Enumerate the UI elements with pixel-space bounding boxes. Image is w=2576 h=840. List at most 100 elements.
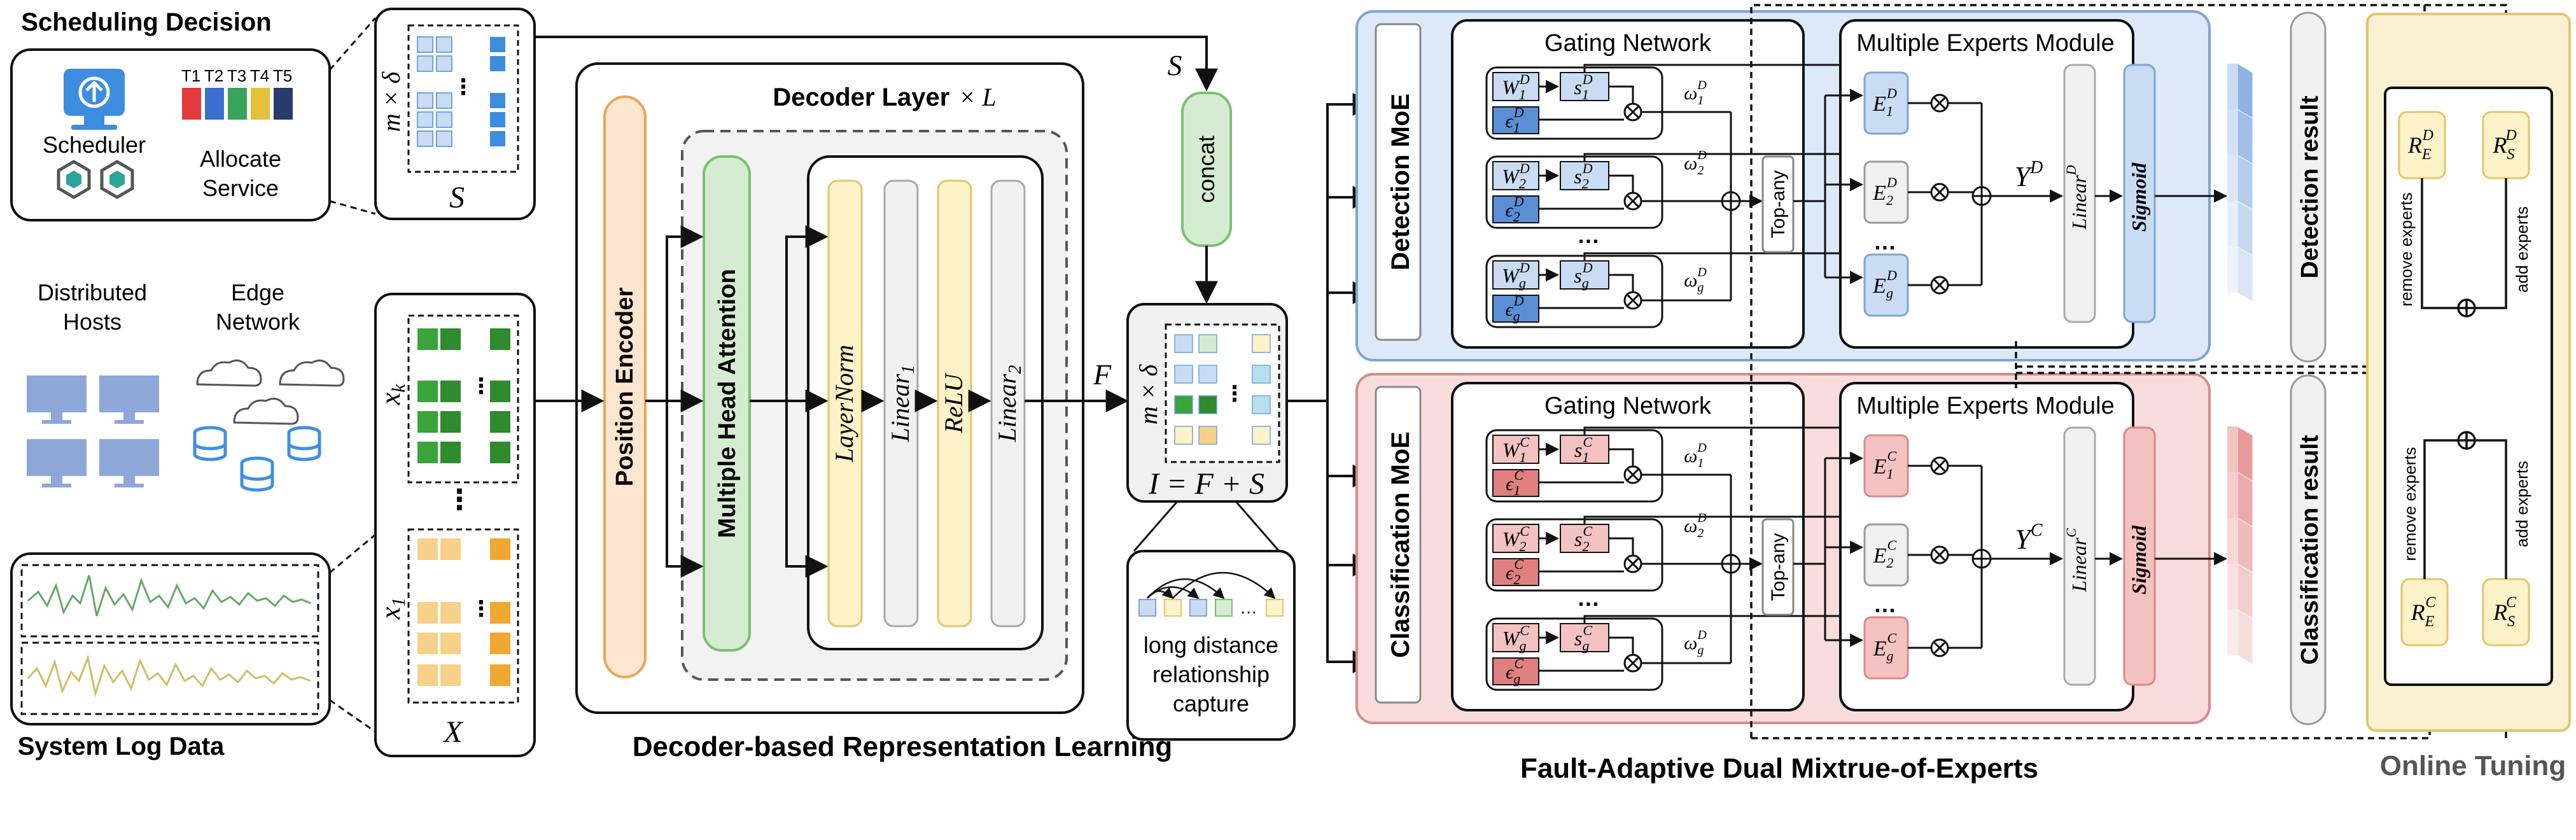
fused-matrix-cell [1252,334,1271,353]
det-result-box [2290,11,2327,363]
matrix-s-cell [436,36,452,53]
cls-expert-ellipsis: … [1873,591,1896,617]
fused-matrix-cell [1198,365,1217,384]
database-icons [193,426,321,492]
syslog-title: System Log Data [18,732,225,760]
allocate-label-line2: Service [202,175,279,201]
online-tuning-inner [2384,87,2553,686]
det-eps-cell [1492,295,1539,323]
cls-omega-label: ωgD [1684,628,1707,657]
fused-matrix-cell [1174,365,1193,384]
rs-d-label: RSD [2492,127,2516,163]
online-tuning-section: RED RSD REC RSC remove experts add exper… [2366,13,2571,781]
det-gate-ellipsis: … [1577,222,1600,248]
det-s-cell [1560,161,1609,190]
det-eps-cell [1492,195,1539,223]
fused-matrix-cell [1252,426,1271,445]
cls-topany-label: Top-any [1768,533,1789,601]
cls-w-label: W1C [1502,434,1530,465]
hosts-network-section: Distributed Hosts Edge Network [27,279,345,492]
det-expert-label: EgD [1872,267,1897,301]
fused-dots: ⋮ [1224,382,1245,406]
matrix-xk-cell [440,442,461,463]
remove-experts-top: remove experts [2397,192,2416,306]
edge-label-line1: Edge [231,279,284,305]
fused-matrix-cell [1252,365,1271,384]
det-s-label: sgD [1574,260,1592,291]
ldr-line2: relationship [1152,661,1270,687]
cls-eps-label: ϵ2C [1506,556,1523,587]
system-log-box [10,552,331,725]
add-experts-bottom: add experts [2512,461,2531,547]
position-encoder-label: Position Encoder [612,288,638,487]
cls-omega-label: ω2D [1684,511,1707,540]
matrix-s-cell [490,112,505,127]
fused-matrix-cell [1198,395,1217,414]
f-label: F [1093,358,1112,391]
matrix-xk-cell [417,328,438,350]
matrix-s-cell [417,92,433,109]
det-eps-label: ϵgD [1506,293,1524,324]
matrix-x1-cell [490,602,510,624]
det-omega-label: ωgD [1684,265,1707,295]
matrix-x1-cell [490,633,510,654]
det-moe-label: Detection MoE [1387,94,1415,270]
task-label-3: T3 [227,66,246,85]
linear1-label: Linear1 [886,365,918,443]
det-sigmoid-block [2123,64,2156,323]
scheduler-label: Scheduler [43,132,146,158]
service-node-icons [57,160,134,199]
monitor-icons [27,375,159,487]
cls-eps-cell [1492,558,1539,586]
xk-dots: ⋮ [470,374,492,398]
det-expert-label: E2D [1872,174,1897,208]
x1-dots: ⋮ [470,597,492,621]
cls-eps-label: ϵ1C [1506,467,1523,498]
concat-label: concat [1193,136,1219,203]
xk-label: xk [375,384,409,406]
s-to-concat-arrow [535,36,1218,92]
cls-s-label: sgC [1574,622,1592,654]
re-d-label: RED [2407,127,2433,163]
det-linear-label: LinearD [2063,165,2090,230]
cls-moe-label-box [1375,386,1422,704]
log-waveform-yellow [27,654,311,697]
det-s-label: s1D [1574,71,1592,102]
matrix-s-cells: ⋮ [417,36,505,147]
matrix-x1-cell [417,633,438,654]
fused-matrix-cell [1174,395,1193,414]
cls-result-box [2290,374,2327,725]
online-tuning-caption: Online Tuning [2380,750,2566,781]
det-topany-box [1761,155,1795,253]
det-expert-label: E1D [1872,85,1897,119]
matrix-x1-cell [440,538,461,560]
cls-w-label: W2C [1502,523,1530,554]
det-s-cell [1560,260,1609,290]
task-label-2: T2 [204,66,223,85]
ldr-icon: … [1138,571,1284,617]
matrix-s-cell [490,37,505,52]
matrix-x1-cell [490,664,510,686]
det-topany-label: Top-any [1768,171,1789,239]
det-omega-label: ω1D [1684,78,1707,108]
det-s-label: s2D [1574,160,1592,192]
matrix-xk-cell [490,328,510,350]
cls-s-label: s2C [1574,523,1592,554]
matrix-xk-cell [417,411,438,433]
decoder-caption: Decoder-based Representation Learning [633,731,1172,762]
matrix-xk-cell [490,381,510,402]
s-dots: ⋮ [452,75,474,99]
det-s-cell [1560,72,1609,101]
cls-s-cell [1560,524,1609,553]
matrix-x1-cells: ⋮ [417,538,510,686]
matrix-xk-cell [417,442,438,463]
cls-linear-block [2063,426,2096,686]
relu-label: ReLU [939,372,968,433]
matrix-x-box [374,293,536,757]
det-expert-ellipsis: … [1873,228,1896,255]
det-gating-title: Gating Network [1544,30,1712,57]
re-c-label: REC [2411,594,2437,630]
decoder-layer-title: Decoder Layer× L [773,83,996,111]
